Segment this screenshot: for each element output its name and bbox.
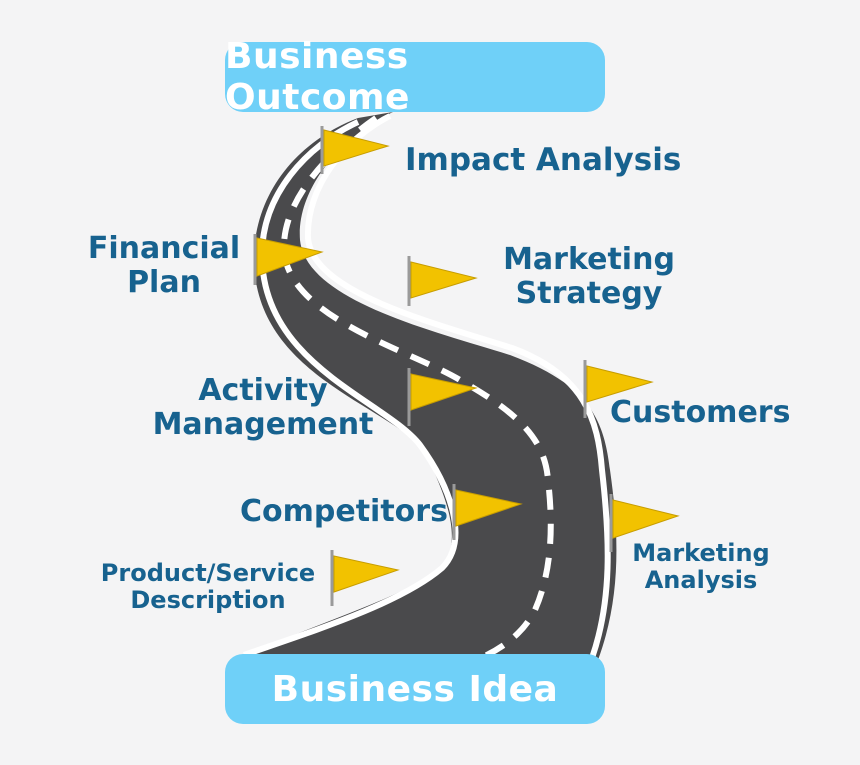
label-activity-management: Activity Management — [152, 373, 374, 442]
label-marketing-analysis: Marketing Analysis — [632, 539, 770, 594]
flag-icon — [407, 256, 478, 306]
business-idea-banner: Business Idea — [225, 654, 605, 724]
label-product-service-description: Product/Service Description — [100, 559, 316, 614]
flag-icon — [330, 550, 400, 606]
flag-icon — [320, 126, 390, 174]
flag-icon — [452, 484, 523, 540]
flag-icon — [253, 234, 324, 285]
business-idea-title: Business Idea — [271, 668, 559, 710]
road-edge-left — [243, 119, 459, 658]
label-competitors: Competitors — [240, 494, 448, 529]
flag-icon — [583, 360, 654, 418]
road-edge-right — [304, 113, 611, 659]
flag-icon — [609, 494, 680, 552]
business-outcome-title: Business Outcome — [225, 36, 410, 118]
road-center-line — [280, 115, 554, 665]
business-outcome-banner: Business Outcome — [225, 36, 605, 118]
label-financial-plan: Financial Plan — [87, 231, 241, 300]
label-impact-analysis: Impact Analysis — [405, 142, 682, 178]
label-customers: Customers — [610, 395, 791, 430]
flag-icon — [407, 368, 478, 426]
label-marketing-strategy: Marketing Strategy — [503, 242, 675, 311]
